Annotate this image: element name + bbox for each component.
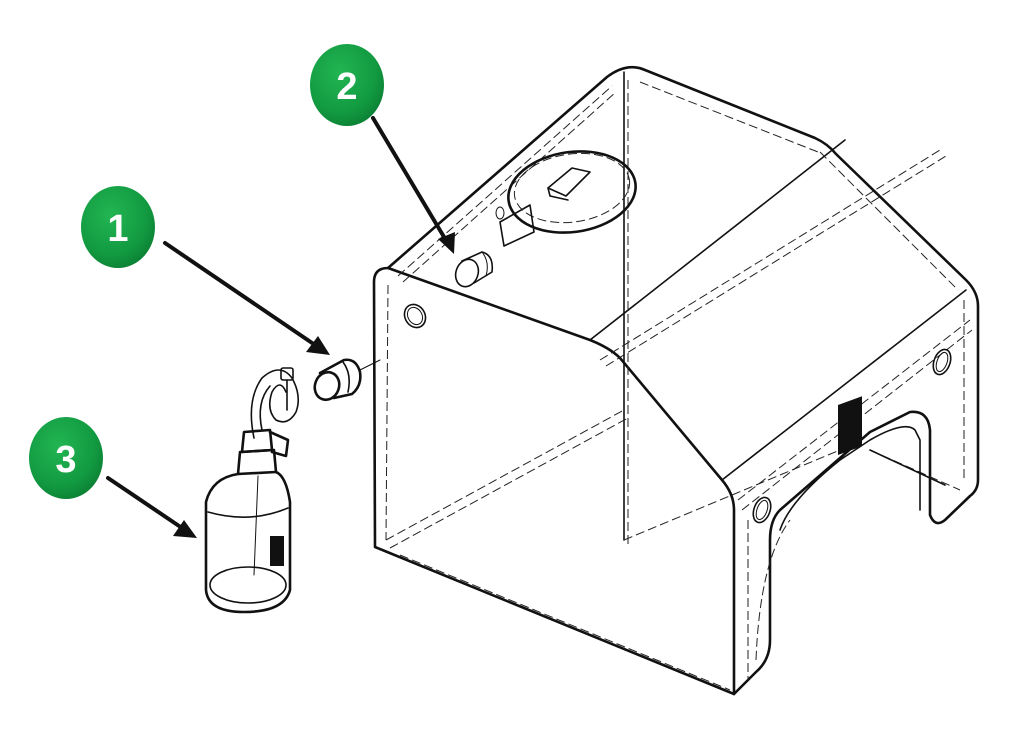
connector-fitting xyxy=(313,358,381,402)
callout-badge-1 xyxy=(81,186,155,268)
housing-port-fitting xyxy=(454,251,494,288)
leader-arrow-3 xyxy=(106,476,197,538)
mounting-hole xyxy=(932,348,952,376)
leader-arrow-2 xyxy=(371,116,455,254)
mounting-hole xyxy=(752,496,772,524)
callout-1: 1 xyxy=(81,186,155,268)
housing-cover xyxy=(372,65,980,696)
callout-label-2: 2 xyxy=(336,66,357,108)
top-filter-cap xyxy=(495,150,637,247)
humidifier-bottle xyxy=(204,367,300,614)
callout-2: 2 xyxy=(310,44,384,126)
callout-badge-2 xyxy=(310,44,384,126)
callout-label-1: 1 xyxy=(107,208,128,250)
callout-badge-3 xyxy=(29,417,103,499)
mounting-hole xyxy=(403,303,427,329)
vent-block xyxy=(838,396,862,455)
bottle-label xyxy=(270,536,284,566)
callout-3: 3 xyxy=(29,417,103,499)
housing-outline xyxy=(372,65,980,696)
callout-label-3: 3 xyxy=(55,439,76,481)
leader-arrow-1 xyxy=(163,241,330,355)
